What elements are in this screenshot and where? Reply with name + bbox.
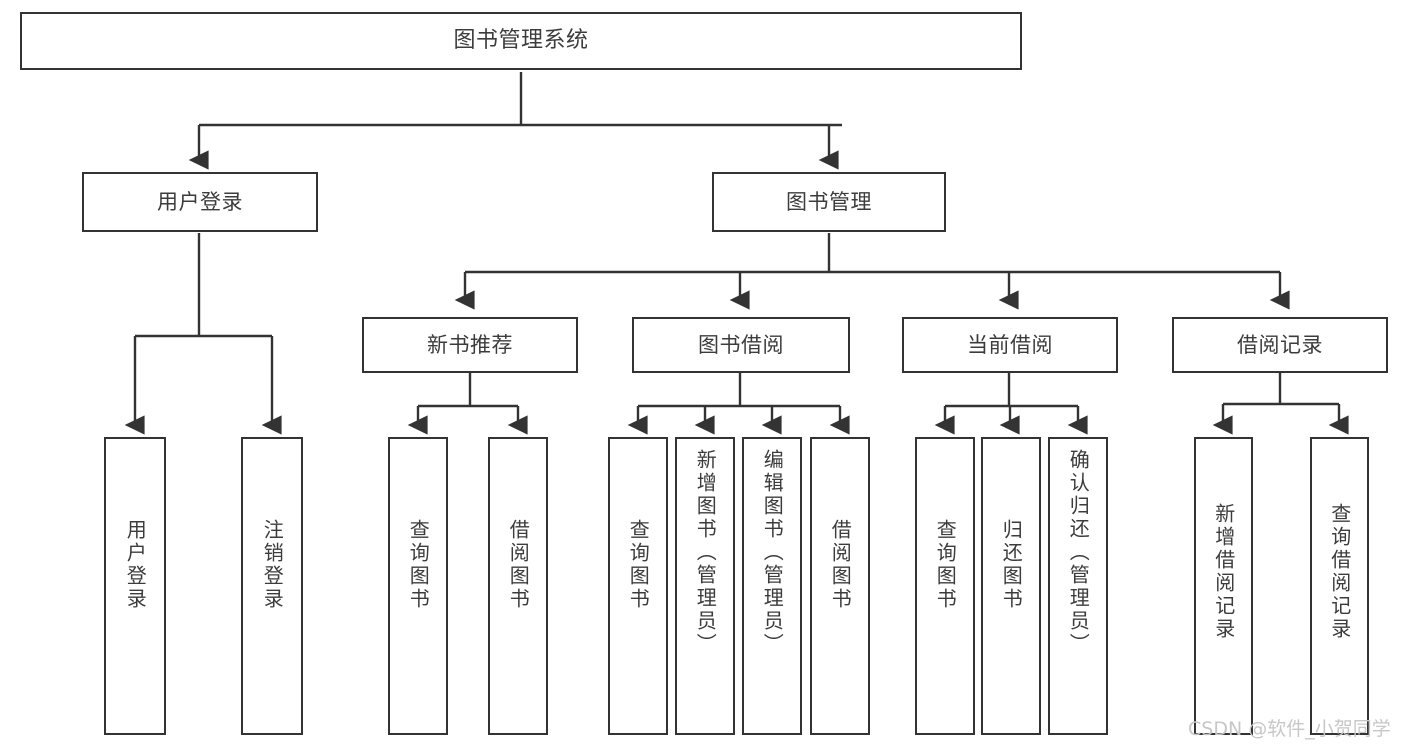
csdn-watermark: CSDN @软件_小贺同学	[1188, 718, 1391, 740]
leaf-logout-login[interactable]: 注销登录	[241, 437, 303, 735]
node-label: 编辑图书（管理员）	[760, 449, 785, 656]
node-label: 新书推荐	[427, 332, 513, 357]
node-label: 查询图书	[626, 519, 651, 611]
node-label: 新增借阅记录	[1211, 503, 1236, 641]
node-label: 用户登录	[157, 189, 243, 214]
node-label: 注销登录	[260, 519, 285, 611]
node-label: 图书管理	[786, 189, 872, 214]
node-new-book-recommend[interactable]: 新书推荐	[362, 317, 578, 373]
node-label: 用户登录	[123, 519, 148, 611]
leaf-add-borrow-record[interactable]: 新增借阅记录	[1194, 437, 1253, 735]
edge-currentborrow-to-leaves	[934, 373, 1088, 435]
leaf-borrow-book-borrow[interactable]: 借阅图书	[810, 437, 870, 735]
edge-root-to-level1	[188, 72, 842, 170]
node-label: 图书管理系统	[453, 28, 589, 54]
node-label: 新增图书（管理员）	[693, 449, 718, 656]
leaf-add-book-admin[interactable]: 新增图书（管理员）	[675, 437, 735, 735]
leaf-query-book-borrow[interactable]: 查询图书	[608, 437, 668, 735]
node-label: 归还图书	[999, 519, 1024, 611]
leaf-user-login[interactable]: 用户登录	[104, 437, 166, 735]
edge-newbook-to-leaves	[407, 373, 528, 435]
node-label: 借阅图书	[506, 519, 531, 611]
edge-borrowrecord-to-leaves	[1212, 373, 1349, 435]
edge-bookmanage-to-level2	[454, 233, 1290, 310]
node-label: 借阅记录	[1237, 332, 1323, 357]
node-label: 查询图书	[406, 519, 431, 611]
node-label: 查询图书	[933, 519, 958, 611]
leaf-query-book-recommend[interactable]: 查询图书	[388, 437, 448, 735]
node-user-login[interactable]: 用户登录	[82, 172, 318, 232]
leaf-confirm-return-admin[interactable]: 确认归还（管理员）	[1048, 437, 1108, 735]
node-label: 查询借阅记录	[1327, 503, 1352, 641]
node-label: 借阅图书	[828, 519, 853, 611]
leaf-return-book[interactable]: 归还图书	[981, 437, 1041, 735]
node-label: 确认归还（管理员）	[1066, 449, 1091, 656]
edge-bookborrow-to-leaves	[627, 373, 850, 435]
node-current-borrow[interactable]: 当前借阅	[902, 317, 1118, 373]
node-borrow-record[interactable]: 借阅记录	[1172, 317, 1388, 373]
leaf-edit-book-admin[interactable]: 编辑图书（管理员）	[742, 437, 802, 735]
edge-userlogin-to-leaves	[124, 233, 282, 435]
leaf-query-book-current[interactable]: 查询图书	[915, 437, 975, 735]
node-label: 图书借阅	[698, 332, 784, 357]
leaf-borrow-book-recommend[interactable]: 借阅图书	[488, 437, 548, 735]
node-label: 当前借阅	[967, 332, 1053, 357]
node-root-system[interactable]: 图书管理系统	[20, 12, 1022, 70]
node-book-borrow[interactable]: 图书借阅	[632, 317, 850, 373]
leaf-query-borrow-record[interactable]: 查询借阅记录	[1310, 437, 1369, 735]
node-book-manage[interactable]: 图书管理	[712, 172, 946, 232]
